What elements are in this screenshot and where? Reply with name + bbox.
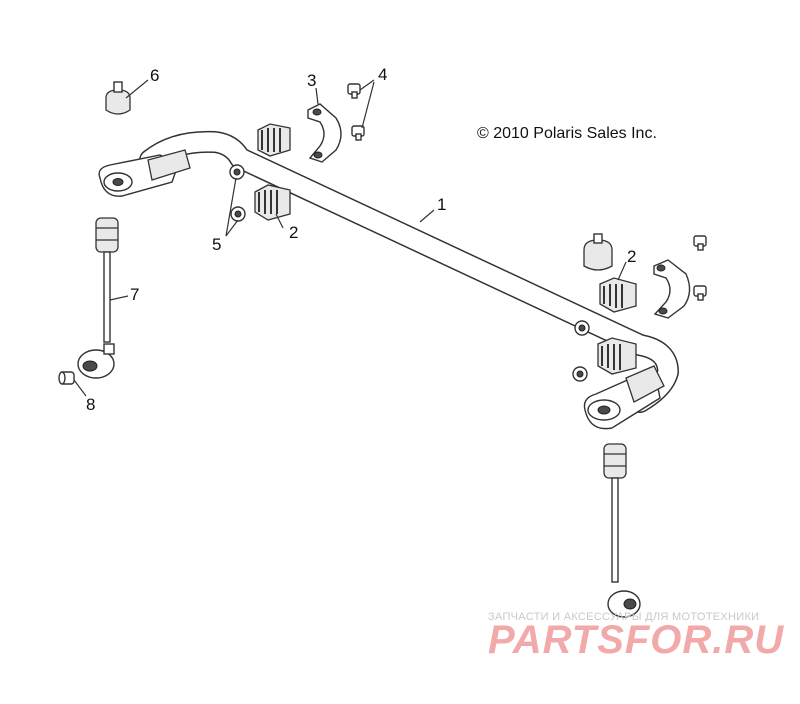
callout-8: 8 — [86, 395, 96, 414]
bolt — [693, 285, 707, 301]
nut — [229, 164, 245, 180]
nut — [572, 366, 588, 382]
bracket-left — [307, 103, 342, 163]
watermark-logo: PARTSFOR.RU — [488, 618, 785, 662]
watermark-tagline: ЗАПЧАСТИ И АКСЕССУАРЫ ДЛЯ МОТОТЕХНИКИ — [488, 611, 760, 623]
leader-lines — [73, 79, 627, 397]
bushing-right-upper — [599, 277, 637, 313]
bracket-right — [653, 259, 691, 319]
cap-nut-left — [105, 81, 131, 115]
nut — [574, 320, 590, 336]
bolt — [347, 83, 361, 99]
callout-2-right: 2 — [627, 247, 637, 266]
callout-5: 5 — [212, 235, 222, 254]
callout-7: 7 — [130, 285, 140, 304]
stabilizer-link-right — [603, 443, 641, 618]
callout-6: 6 — [150, 66, 160, 85]
bushing-left-lower — [254, 184, 291, 221]
stabilizer-link-left — [77, 217, 119, 379]
callout-3: 3 — [307, 71, 317, 90]
bolt — [351, 125, 365, 141]
bushing-left-upper — [257, 123, 291, 157]
callout-4: 4 — [378, 65, 388, 84]
nut — [230, 206, 246, 222]
copyright-notice: © 2010 Polaris Sales Inc. — [477, 125, 657, 142]
bolt — [693, 235, 707, 251]
stabilizer-bar — [98, 130, 679, 430]
bushing-right-lower — [597, 337, 637, 375]
cap-nut-right — [583, 233, 613, 271]
spacer — [58, 371, 75, 385]
callout-1: 1 — [437, 195, 447, 214]
callout-2-left: 2 — [289, 223, 299, 242]
